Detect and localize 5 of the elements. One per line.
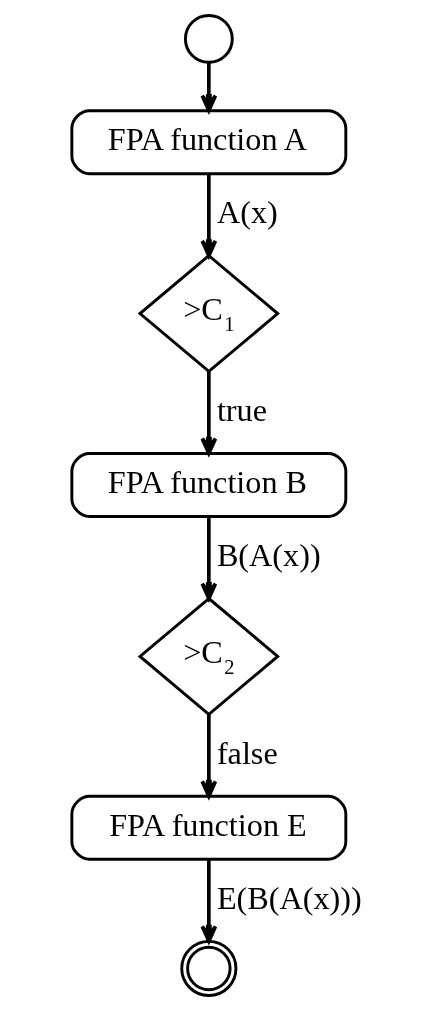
edge-label: B(A(x)) [216, 536, 321, 573]
edge-label: true [216, 391, 267, 428]
edge-label: E(B(A(x))) [216, 879, 362, 916]
edge-label: false [216, 734, 278, 771]
edge-label: A(x) [216, 193, 278, 230]
